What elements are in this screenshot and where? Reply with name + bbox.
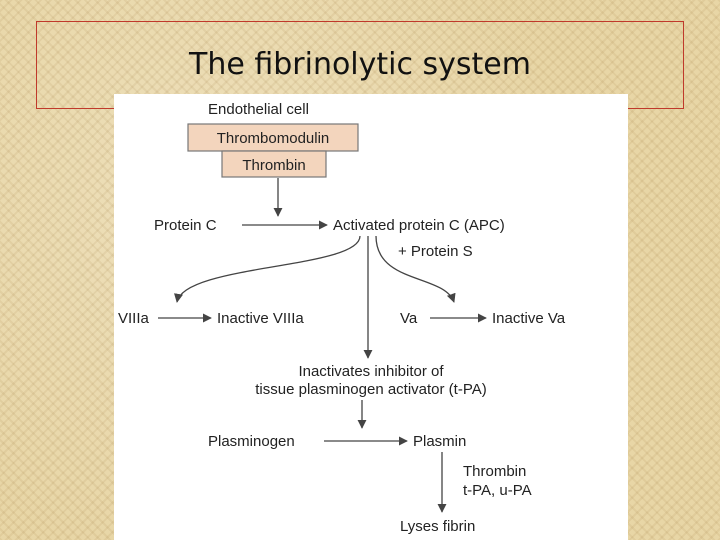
- inactive-va-label: Inactive Va: [492, 310, 566, 327]
- viiia-label: VIIIa: [118, 310, 150, 327]
- thrombin-box-label: Thrombin: [242, 157, 305, 174]
- thrombin-cofactor-label: Thrombin: [463, 463, 526, 480]
- tpa-upa-label: t-PA, u-PA: [463, 482, 532, 499]
- inactive-viiia-label: Inactive VIIIa: [217, 310, 304, 327]
- lyses-fibrin-label: Lyses fibrin: [400, 518, 475, 535]
- inactivates-line2: tissue plasminogen activator (t-PA): [255, 381, 486, 398]
- inactivates-line1: Inactivates inhibitor of: [298, 363, 444, 380]
- protein-s-label: + Protein S: [398, 243, 473, 260]
- va-label: Va: [400, 310, 418, 327]
- fibrinolytic-diagram: Endothelial cell Thrombomodulin Thrombin…: [114, 94, 628, 540]
- arrow-apc-va: [375, 235, 456, 303]
- apc-label: Activated protein C (APC): [333, 217, 505, 234]
- arrow-apc-viiia: [174, 235, 361, 303]
- plasminogen-label: Plasminogen: [208, 433, 295, 450]
- thrombin-box: [221, 150, 327, 178]
- slide-title: The fibrinolytic system: [189, 47, 531, 82]
- thrombomodulin-label: Thrombomodulin: [217, 130, 330, 147]
- endothelial-cell-label: Endothelial cell: [208, 101, 309, 118]
- plasmin-label: Plasmin: [413, 433, 466, 450]
- protein-c-label: Protein C: [154, 217, 217, 234]
- diagram-svg: Endothelial cell Thrombomodulin Thrombin…: [118, 101, 566, 535]
